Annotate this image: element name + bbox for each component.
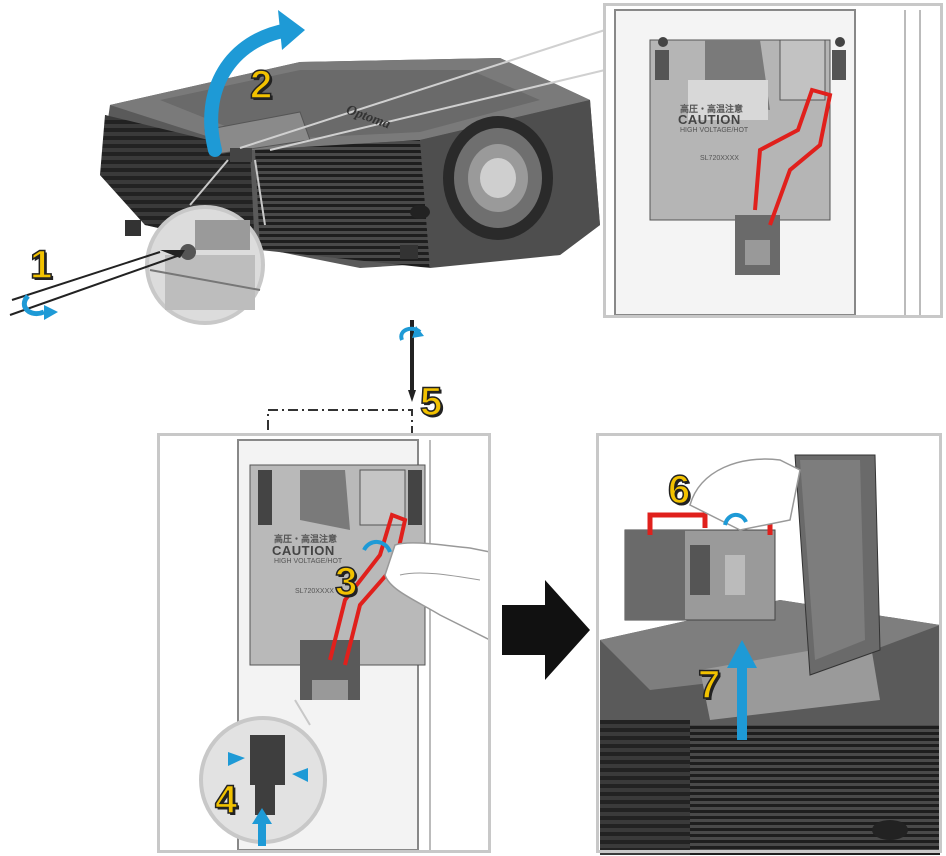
screwdriver-top-icon <box>408 320 416 402</box>
panel-lamp-screws <box>157 433 491 853</box>
lift-lamp-arrowhead <box>727 640 757 668</box>
panel-lamp-location <box>603 3 943 318</box>
screw-detail-circle <box>145 205 265 325</box>
step-number-7: 7 <box>697 663 721 707</box>
rotate-arrow-icon <box>362 540 392 553</box>
callout-line <box>239 29 606 149</box>
lamp-module-top <box>614 9 921 316</box>
caution-label-cjk: 高圧・高温注意 <box>274 534 338 544</box>
caution-label-subtext: HIGH VOLTAGE/HOT <box>274 558 343 565</box>
screwdriver-icon <box>9 250 185 316</box>
rotate-arrow-icon <box>723 512 748 526</box>
press-arrow-icon <box>292 768 308 782</box>
next-step-arrow-icon <box>502 580 590 680</box>
projector-open <box>600 454 940 855</box>
caution-label-title: CAUTION <box>678 112 741 127</box>
callout-line <box>254 159 266 226</box>
step-number-6: 6 <box>667 468 691 512</box>
caution-label-code: SL720XXXX <box>700 155 739 162</box>
step-number-2: 2 <box>249 63 273 107</box>
rotate-arrow-head <box>412 326 424 338</box>
step-number-1: 1 <box>29 243 53 287</box>
clip-detail-circle <box>199 699 327 844</box>
lamp-module-lifted <box>624 512 776 621</box>
callout-line <box>269 69 606 151</box>
caution-label-title: CAUTION <box>272 543 335 558</box>
step-number-3: 3 <box>334 560 358 604</box>
push-up-arrow-icon <box>258 822 266 846</box>
caution-label-cjk: 高圧・高温注意 <box>680 104 744 114</box>
step-number-5: 5 <box>419 380 443 424</box>
lift-cover-arrow-icon <box>204 23 295 157</box>
callout-line <box>189 159 229 206</box>
press-arrow-icon <box>228 752 245 766</box>
caution-label-code: SL720XXXX <box>295 588 334 595</box>
lift-lamp-arrow-icon <box>737 665 747 740</box>
caution-label-subtext: HIGH VOLTAGE/HOT <box>680 127 749 134</box>
rotate-arrow-head <box>44 305 58 320</box>
step-number-4: 4 <box>214 778 238 822</box>
push-up-arrowhead <box>252 808 272 824</box>
hand-illustration <box>689 458 801 531</box>
lift-cover-arrowhead <box>278 10 305 50</box>
rotate-arrow-icon <box>21 294 45 316</box>
panel-lamp-removal <box>596 433 942 853</box>
